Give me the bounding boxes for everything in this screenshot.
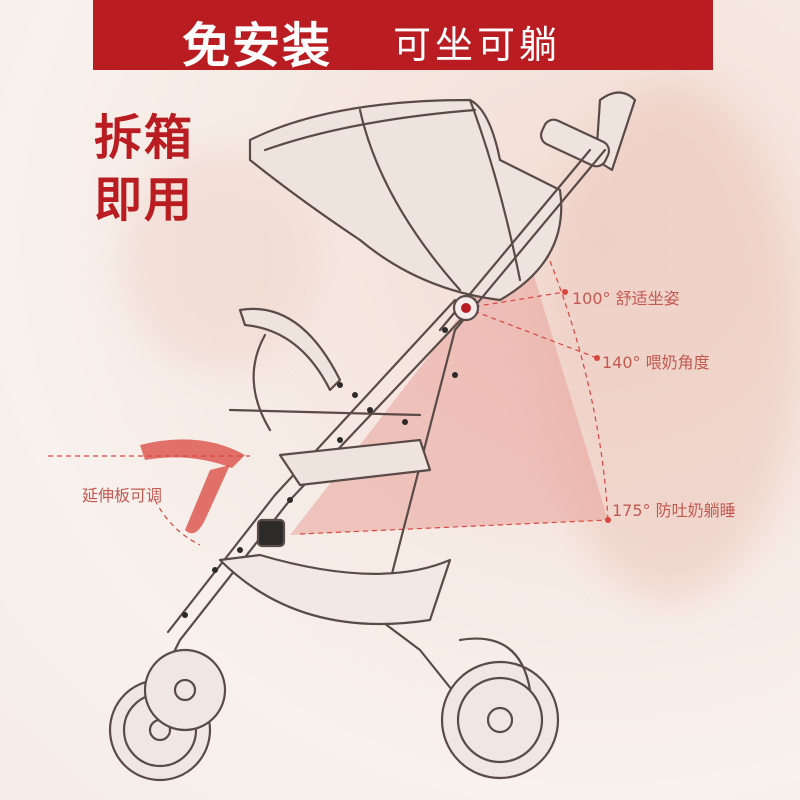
angle-175-text: 防吐奶躺睡	[655, 501, 736, 520]
angle-dot-175	[605, 517, 611, 523]
angle-175-label: 175° 防吐奶躺睡	[612, 497, 736, 521]
side-title-line1: 拆箱	[94, 110, 195, 166]
canopy	[248, 98, 563, 302]
title-banner	[93, 0, 713, 70]
angle-175-value: 175°	[612, 501, 651, 520]
angle-dot-140	[594, 355, 600, 361]
angle-line-100	[465, 291, 566, 309]
front-wheel-2	[143, 648, 227, 732]
side-title-line2: 即用	[94, 172, 195, 228]
angle-140-value: 140°	[602, 353, 641, 372]
extension-board-lowered	[185, 465, 230, 534]
angle-arc	[539, 235, 609, 521]
banner-title: 免安装	[182, 18, 333, 74]
angle-140-label: 140° 喂奶角度	[602, 349, 710, 373]
extension-label: 延伸板可调	[82, 486, 163, 505]
basket	[218, 553, 452, 626]
banner-subtitle: 可坐可躺	[393, 23, 562, 67]
rear-wheel	[440, 660, 560, 780]
bumper-bar	[238, 307, 342, 392]
angle-140-text: 喂奶角度	[645, 353, 710, 372]
angle-100-text: 舒适坐姿	[615, 289, 680, 308]
angle-100-label: 100° 舒适坐姿	[572, 285, 680, 309]
fold-button	[256, 518, 286, 548]
angle-100-value: 100°	[572, 289, 611, 308]
seat	[278, 438, 432, 487]
angle-line-175	[299, 519, 609, 535]
extension-arc	[154, 499, 201, 546]
extension-board	[140, 439, 245, 468]
angle-dot-100	[562, 289, 568, 295]
